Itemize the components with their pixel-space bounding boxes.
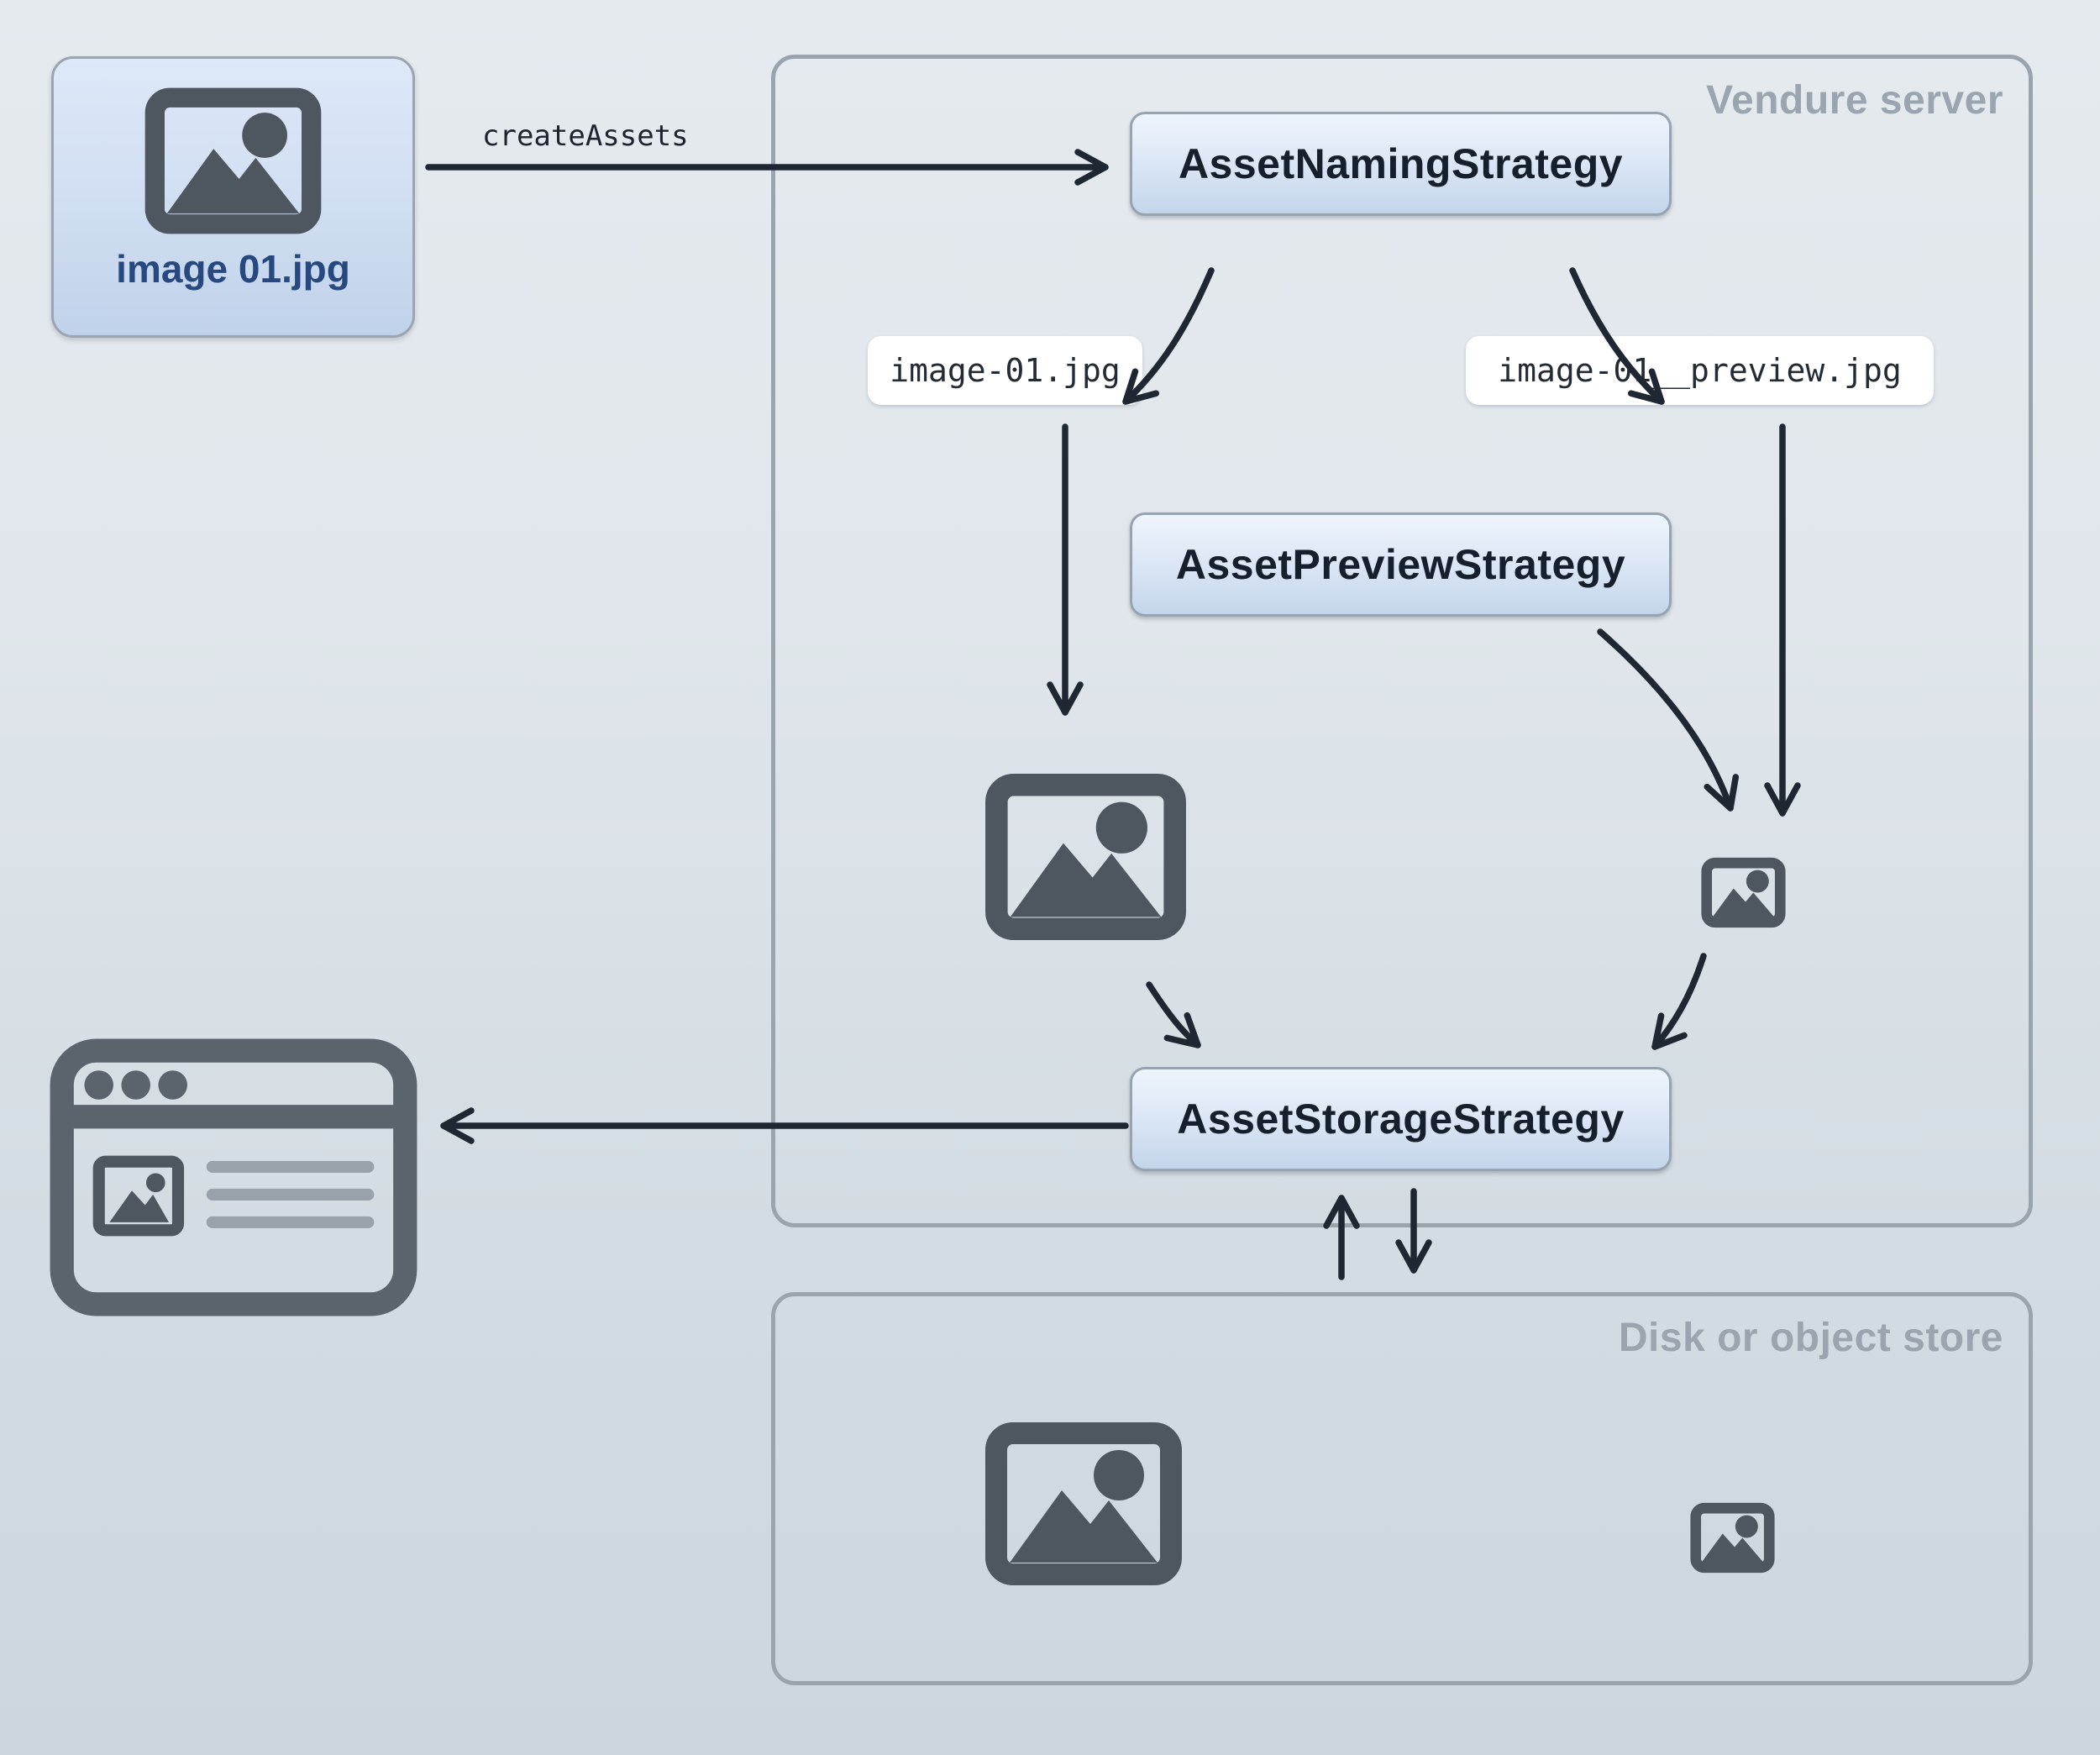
source-filename-text: image-01.jpg (890, 352, 1121, 389)
create-assets-label: createAssets (482, 119, 689, 153)
preview-image-icon (1701, 857, 1786, 928)
original-image-icon (985, 773, 1186, 941)
source-image-card: image 01.jpg (51, 56, 415, 338)
vendure-server-title: Vendure server (1706, 78, 2003, 123)
asset-naming-strategy-box: AssetNamingStrategy (1130, 112, 1672, 216)
browser-icon (50, 1038, 417, 1316)
asset-storage-strategy-box: AssetStorageStrategy (1130, 1067, 1672, 1171)
stored-original-image-icon (985, 1422, 1182, 1585)
source-filename-label: image 01.jpg (116, 247, 350, 291)
image-icon (144, 87, 322, 234)
source-filename-chip: image-01.jpg (868, 336, 1142, 405)
disk-store-container: Disk or object store (771, 1292, 2033, 1685)
browser-thumbnail-icon (92, 1155, 185, 1237)
browser-text-lines (206, 1160, 375, 1228)
asset-storage-strategy-label: AssetStorageStrategy (1177, 1096, 1625, 1143)
disk-store-title: Disk or object store (1618, 1316, 2003, 1360)
asset-naming-strategy-label: AssetNamingStrategy (1178, 140, 1624, 187)
preview-filename-chip: image-01__preview.jpg (1466, 336, 1934, 405)
stored-preview-image-icon (1690, 1502, 1775, 1574)
vendure-server-container: Vendure server (771, 55, 2033, 1227)
asset-preview-strategy-label: AssetPreviewStrategy (1175, 541, 1626, 588)
preview-filename-text: image-01__preview.jpg (1498, 352, 1902, 389)
asset-preview-strategy-box: AssetPreviewStrategy (1130, 512, 1672, 617)
